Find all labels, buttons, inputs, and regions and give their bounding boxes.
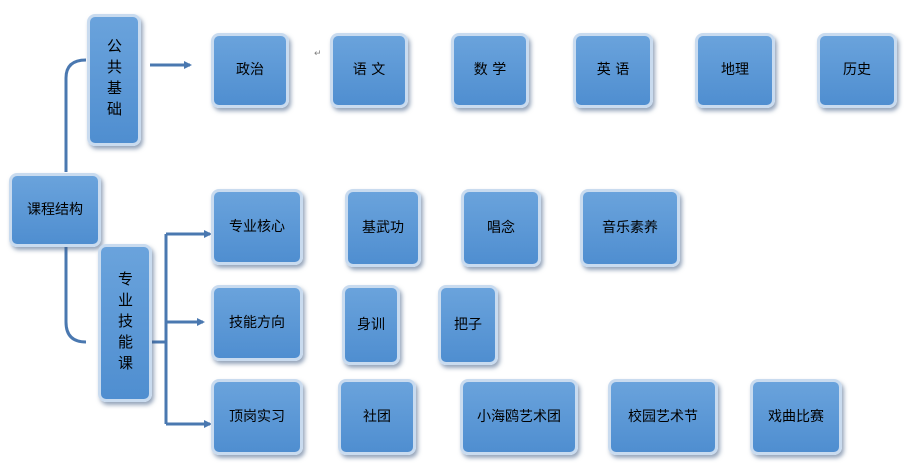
- branch-node-label: 专业技能课: [116, 270, 134, 376]
- branch-node-public-basics: 公共基础: [87, 14, 141, 146]
- subject-label: 数 学: [473, 62, 507, 79]
- category-label: 专业核心: [229, 218, 285, 235]
- paragraph-mark: ↵: [314, 49, 322, 59]
- category-node-internship: 顶岗实习: [211, 379, 303, 455]
- subject-label: 英 语: [596, 62, 630, 79]
- course-label: 音乐素养: [602, 219, 658, 236]
- course-label: 社团: [363, 408, 391, 425]
- course-node: 身训: [342, 285, 400, 365]
- category-label: 技能方向: [229, 314, 285, 331]
- course-node: 小海鸥艺术团: [460, 379, 578, 455]
- course-node: 校园艺术节: [608, 379, 718, 455]
- course-node: 把子: [438, 285, 498, 365]
- subject-node: 政治: [211, 33, 289, 108]
- subject-node: 历史: [817, 33, 897, 108]
- course-label: 小海鸥艺术团: [477, 408, 561, 425]
- subject-label: 地理: [721, 62, 749, 79]
- branch-node-label: 公共基础: [105, 38, 123, 122]
- root-node-course-structure: 课程结构: [9, 173, 101, 247]
- course-label: 校园艺术节: [628, 408, 698, 425]
- course-label: 戏曲比赛: [768, 408, 824, 425]
- root-node-label: 课程结构: [27, 201, 83, 218]
- subject-node: 语 文: [330, 33, 408, 108]
- subject-label: 政治: [236, 62, 264, 79]
- branch-node-professional-skills: 专业技能课: [98, 244, 152, 402]
- course-node: 戏曲比赛: [750, 379, 842, 455]
- course-node: 社团: [338, 379, 416, 455]
- subject-node: 地理: [695, 33, 775, 108]
- course-label: 基武功: [362, 219, 404, 236]
- subject-node: 数 学: [451, 33, 529, 108]
- category-label: 顶岗实习: [229, 408, 285, 425]
- subject-label: 历史: [843, 62, 871, 79]
- course-label: 唱念: [487, 219, 515, 236]
- course-node: 音乐素养: [580, 189, 680, 267]
- subject-label: 语 文: [352, 62, 386, 79]
- root-to-public-connector: [64, 58, 87, 172]
- root-to-skill-connector: [64, 247, 87, 344]
- category-node-skill-direction: 技能方向: [211, 285, 303, 361]
- course-label: 把子: [454, 316, 482, 333]
- subject-node: 英 语: [573, 33, 653, 108]
- course-node: 基武功: [345, 189, 421, 267]
- course-label: 身训: [357, 316, 385, 333]
- category-node-professional-core: 专业核心: [211, 189, 303, 265]
- course-node: 唱念: [461, 189, 541, 267]
